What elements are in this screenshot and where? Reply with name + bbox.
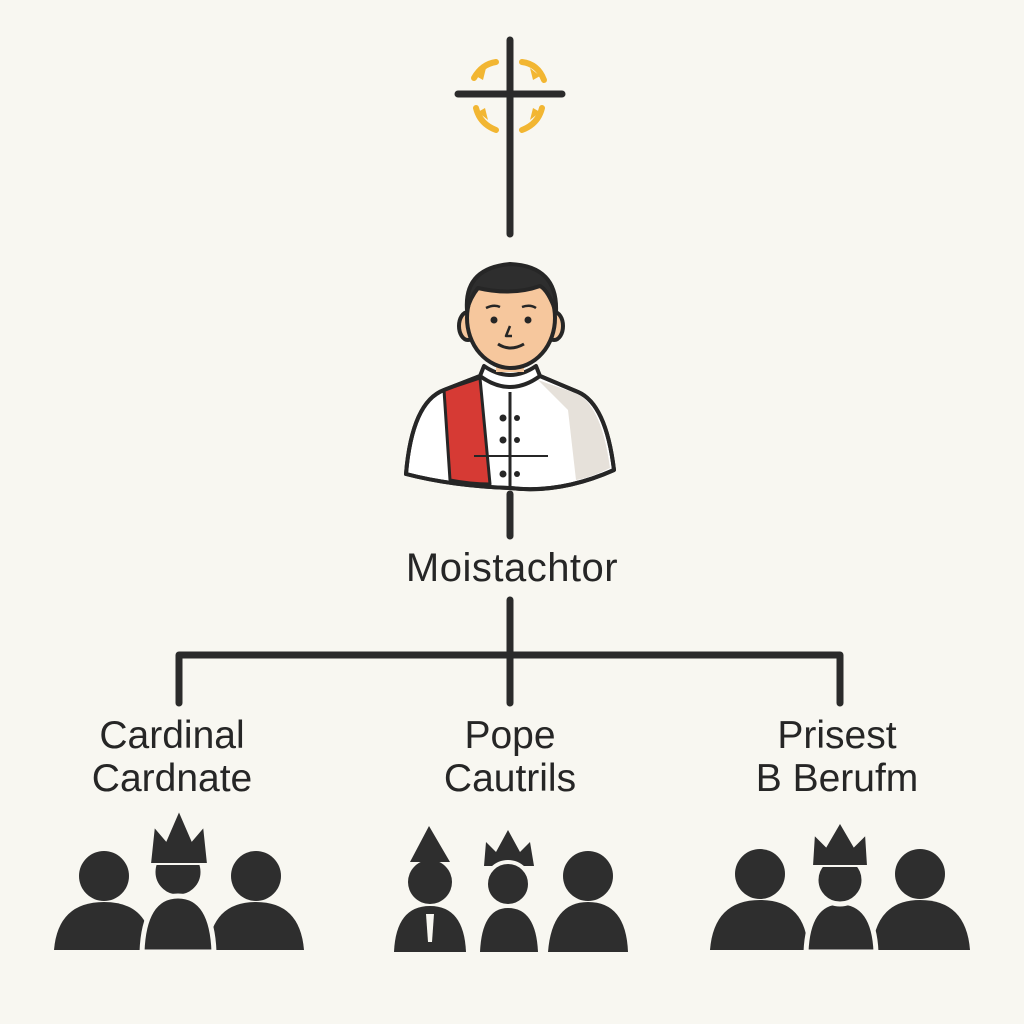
halo-icon — [471, 59, 547, 133]
group-label-right-line1: Prisest — [777, 714, 897, 757]
clergyman-avatar-icon — [404, 262, 616, 492]
group-label-right: Prisest B Berufm — [755, 714, 919, 801]
group-label-left-line1: Cardinal — [99, 714, 245, 757]
group-label-center-line1: Pope — [464, 714, 556, 757]
crown-icon — [484, 830, 534, 866]
cross-with-halo-icon — [454, 36, 566, 133]
group-icon-center — [394, 826, 628, 952]
connector-lines — [175, 106, 844, 707]
group-label-right-line2: B Berufm — [755, 756, 919, 800]
center-role-label: Moistachtor — [405, 546, 619, 590]
group-label-left-line2: Cardnate — [91, 756, 253, 800]
halo-sparks — [476, 68, 540, 120]
branch-bar — [175, 651, 844, 707]
group-label-center: Pope Cautrils — [443, 714, 577, 801]
crown-icon — [148, 807, 210, 865]
group-label-left: Cardinal Cardnate — [91, 714, 253, 801]
group-icon-right — [710, 820, 970, 955]
group-label-center-line2: Cautrils — [443, 756, 577, 800]
mitre-icon — [410, 826, 450, 862]
group-icon-left — [54, 807, 304, 955]
crown-icon — [810, 820, 870, 867]
